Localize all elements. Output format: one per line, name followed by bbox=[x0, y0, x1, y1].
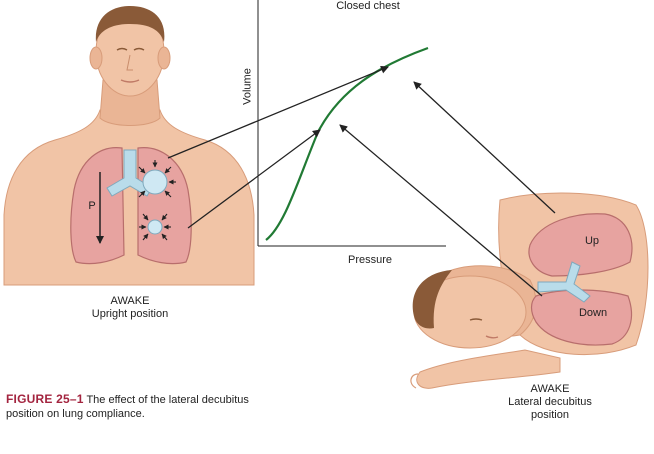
upright-torso bbox=[3, 109, 255, 286]
upright-upper-alveolus bbox=[142, 169, 168, 195]
caption-text-line-1: The effect of the lateral decubitus bbox=[86, 394, 249, 406]
upright-state-label: AWAKE bbox=[110, 295, 150, 307]
lateral-up-lung bbox=[528, 213, 633, 277]
arrow-up-lung-to-curve bbox=[413, 81, 556, 214]
lateral-airway bbox=[537, 261, 591, 303]
connector-arrows bbox=[167, 65, 556, 297]
pressure-gradient-label: P bbox=[88, 200, 96, 212]
lateral-person-illustration bbox=[410, 192, 649, 389]
lateral-arm bbox=[416, 349, 561, 389]
lateral-down-label: Down bbox=[578, 307, 608, 319]
figure-caption: FIGURE 25–1 The effect of the lateral de… bbox=[6, 392, 306, 421]
upright-left-lung bbox=[70, 147, 125, 265]
compliance-curve bbox=[265, 46, 429, 241]
upright-person-illustration bbox=[3, 6, 255, 286]
arrow-upright-lower-to-curve bbox=[187, 129, 321, 229]
lateral-state-label: AWAKE bbox=[530, 383, 570, 395]
upright-lower-alveolus bbox=[147, 219, 163, 235]
lateral-hair bbox=[412, 270, 452, 329]
lateral-down-lung bbox=[530, 289, 633, 346]
arrow-upright-upper-to-curve bbox=[167, 65, 389, 159]
graph-y-axis-label: Volume bbox=[241, 68, 254, 105]
pressure-arrows bbox=[138, 160, 176, 241]
graph-title: Closed chest bbox=[336, 0, 400, 12]
compliance-graph bbox=[257, 0, 446, 247]
upright-position-label: Upright position bbox=[91, 308, 169, 320]
upright-airway bbox=[106, 149, 153, 197]
lateral-position-label-2: position bbox=[531, 409, 569, 421]
lateral-position-label-1: Lateral decubitus bbox=[508, 396, 592, 408]
lateral-up-label: Up bbox=[584, 235, 600, 247]
graph-x-axis-label: Pressure bbox=[347, 254, 393, 266]
arrow-down-lung-to-curve bbox=[339, 124, 543, 297]
figure-number: FIGURE 25–1 bbox=[6, 392, 84, 406]
caption-text-line-2: position on lung compliance. bbox=[6, 408, 145, 420]
upright-hair bbox=[95, 6, 165, 42]
